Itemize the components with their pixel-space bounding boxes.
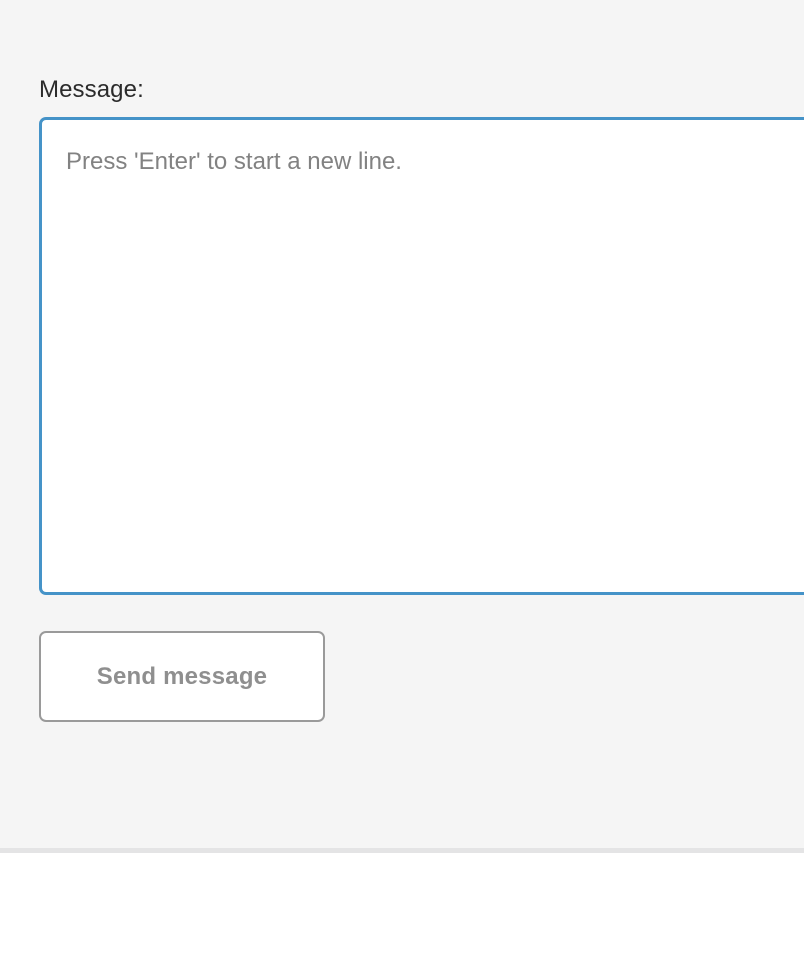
- compose-panel: Message: Send message: [39, 76, 804, 722]
- lower-content-area: [0, 853, 804, 980]
- send-message-button[interactable]: Send message: [39, 631, 325, 722]
- message-label: Message:: [39, 76, 144, 103]
- panel-divider: [0, 848, 804, 853]
- message-input[interactable]: [39, 117, 804, 595]
